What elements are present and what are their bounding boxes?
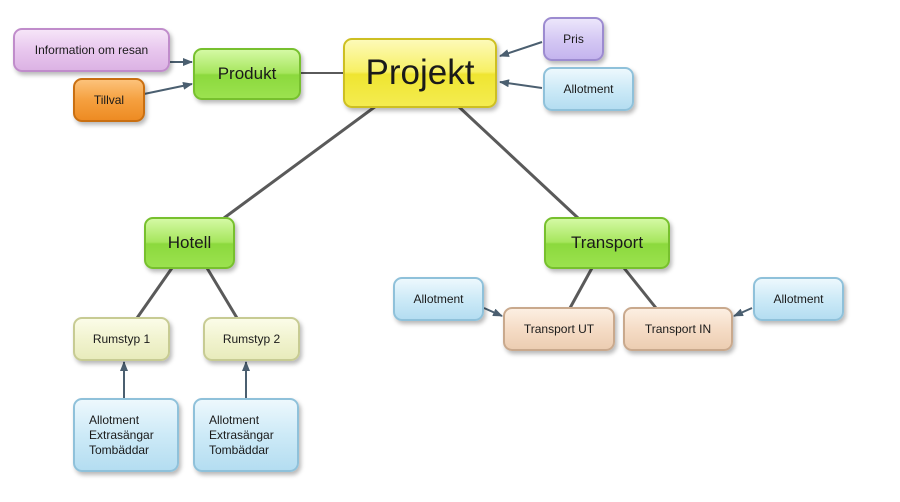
node-information-om-resan-label: Information om resan [34,43,149,57]
arrow-allotment-to-transport-ut [483,307,503,317]
node-rumstyp-1-details[interactable]: Allotment Extrasängar Tombäddar [73,398,179,472]
node-hotell-label: Hotell [167,233,212,252]
detail-line: Tombäddar [89,442,150,457]
link-projekt-hotell [223,104,377,220]
node-transport[interactable]: Transport [544,217,670,269]
node-information-om-resan[interactable]: Information om resan [13,28,170,72]
arrow-pris-to-projekt [499,41,543,57]
detail-line: Tombäddar [209,442,270,457]
link-projekt-transport [456,104,580,220]
detail-line: Extrasängar [89,427,154,442]
node-transport-in[interactable]: Transport IN [623,307,733,351]
node-tillval[interactable]: Tillval [73,78,145,122]
node-allotment-transport-in[interactable]: Allotment [753,277,844,321]
detail-line: Allotment [89,412,140,427]
node-rumstyp-1[interactable]: Rumstyp 1 [73,317,170,361]
node-rumstyp-2-label: Rumstyp 2 [222,332,281,346]
link-hotell-rumstyp2 [205,267,239,319]
node-allotment-transport-ut[interactable]: Allotment [393,277,484,321]
node-allotment-projekt[interactable]: Allotment [543,67,634,111]
arrow-allotment-to-transport-in [733,307,753,317]
node-projekt[interactable]: Projekt [343,38,497,108]
node-produkt-label: Produkt [217,64,277,83]
node-projekt-label: Projekt [365,53,475,92]
node-transport-in-label: Transport IN [644,322,712,336]
node-tillval-label: Tillval [93,93,125,107]
link-hotell-rumstyp1 [135,267,174,319]
node-rumstyp-2[interactable]: Rumstyp 2 [203,317,300,361]
node-hotell[interactable]: Hotell [144,217,235,269]
node-produkt[interactable]: Produkt [193,48,301,100]
node-pris-label: Pris [563,32,584,46]
detail-line: Extrasängar [209,427,274,442]
link-transport-ut [568,267,594,309]
arrow-allotment-to-projekt [499,79,543,89]
node-transport-ut-label: Transport UT [523,322,595,336]
link-transport-in [622,267,658,309]
node-rumstyp-1-label: Rumstyp 1 [92,332,151,346]
node-allotment-transport-ut-label: Allotment [413,292,464,306]
node-rumstyp-2-details[interactable]: Allotment Extrasängar Tombäddar [193,398,299,472]
node-transport-ut[interactable]: Transport UT [503,307,615,351]
node-transport-label: Transport [570,233,644,252]
detail-line: Allotment [209,412,260,427]
arrow-tillval-to-produkt [143,81,193,95]
node-allotment-transport-in-label: Allotment [773,292,824,306]
node-pris[interactable]: Pris [543,17,604,61]
node-allotment-projekt-label: Allotment [563,82,614,96]
